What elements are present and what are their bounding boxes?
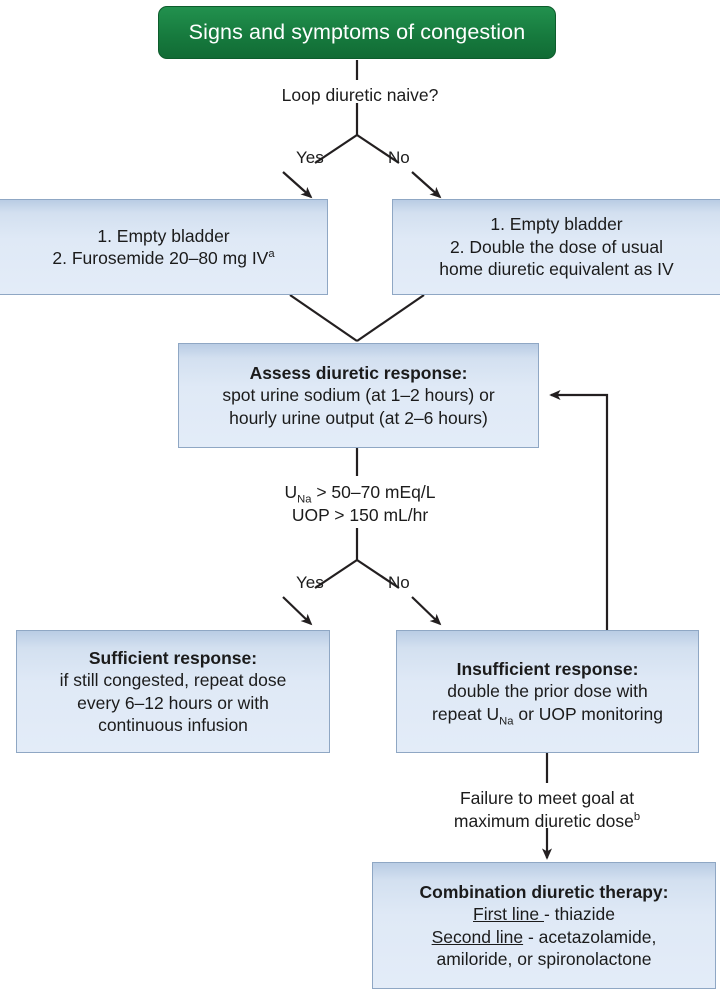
node-insufficient-una-rest: or UOP monitoring xyxy=(513,703,663,724)
node-insufficient-una-symbol: repeat U xyxy=(432,703,500,724)
node-naive-yes-line2: 2. Furosemide 20–80 mg IVa xyxy=(52,247,274,269)
connector-no-arrow-2 xyxy=(411,596,442,626)
node-loop-naive-yes[interactable]: 1. Empty bladder 2. Furosemide 20–80 mg … xyxy=(0,199,328,295)
criteria-uop-line: UOP > 150 mL/hr xyxy=(291,504,429,525)
node-naive-yes-line2-text: 2. Furosemide 20–80 mg IV xyxy=(52,248,269,268)
connector-no-arrow-1 xyxy=(411,171,442,199)
first-line-underlined-label: First line xyxy=(473,904,544,925)
node-combination-line4: amiloride, or spironolactone xyxy=(436,948,652,969)
node-sufficient-title: Sufficient response: xyxy=(88,647,258,668)
node-combination-first-line: First line - thiazide xyxy=(473,903,615,925)
node-sufficient-response[interactable]: Sufficient response: if still congested,… xyxy=(16,630,330,753)
node-loop-naive-no[interactable]: 1. Empty bladder 2. Double the dose of u… xyxy=(392,199,720,295)
second-line-drug: - acetazolamide, xyxy=(523,926,657,947)
node-insufficient-line3: repeat UNa or UOP monitoring xyxy=(432,703,663,728)
criteria-una-subscript: Na xyxy=(297,493,312,506)
node-insufficient-title: Insufficient response: xyxy=(456,658,639,679)
node-start-label: Signs and symptoms of congestion xyxy=(188,20,526,44)
node-insufficient-una-subscript: Na xyxy=(499,715,514,728)
node-naive-no-line3: home diuretic equivalent as IV xyxy=(439,259,674,280)
node-start[interactable]: Signs and symptoms of congestion xyxy=(158,6,556,59)
branch-yes-2-text: Yes xyxy=(296,573,324,592)
node-assess-title: Assess diuretic response: xyxy=(249,362,468,383)
connector-yes-arrow-1 xyxy=(282,171,313,199)
second-line-underlined-label: Second line xyxy=(431,926,524,947)
node-sufficient-line3: every 6–12 hours or with xyxy=(77,692,269,713)
criteria-una-line: UNa > 50–70 mEq/L xyxy=(0,481,720,506)
failure-to-meet-goal-label: Failure to meet goal at maximum diuretic… xyxy=(397,787,697,833)
node-combination-diuretic-therapy[interactable]: Combination diuretic therapy: First line… xyxy=(372,862,716,989)
criteria-thresholds: UNa > 50–70 mEq/L UOP > 150 mL/hr xyxy=(0,481,720,527)
connector-merge-right xyxy=(356,294,425,342)
node-insufficient-line2: double the prior dose with xyxy=(447,681,648,702)
footnote-marker-a: a xyxy=(268,248,275,261)
failure-line2: maximum diuretic doseb xyxy=(397,810,697,833)
footnote-marker-b: b xyxy=(633,810,641,823)
branch-label-no-1: No xyxy=(388,148,410,168)
branch-label-no-2: No xyxy=(388,573,410,593)
criteria-una-symbol: U xyxy=(284,482,298,502)
connector-yes-arrow-2 xyxy=(282,596,313,626)
criteria-una-value: > 50–70 mEq/L xyxy=(311,482,436,502)
failure-line1: Failure to meet goal at xyxy=(459,788,635,808)
branch-yes-1-text: Yes xyxy=(296,148,324,167)
node-assess-line3: hourly urine output (at 2–6 hours) xyxy=(229,407,488,428)
branch-label-yes-2: Yes xyxy=(296,573,324,593)
node-naive-no-line2: 2. Double the dose of usual xyxy=(449,236,664,257)
node-sufficient-line4: continuous infusion xyxy=(98,714,248,735)
node-naive-no-line1: 1. Empty bladder xyxy=(490,214,623,235)
connector-merge-left xyxy=(289,294,358,342)
node-naive-yes-line1: 1. Empty bladder xyxy=(97,225,230,246)
node-assess-line2: spot urine sodium (at 1–2 hours) or xyxy=(222,385,495,406)
node-combination-second-line: Second line - acetazolamide, xyxy=(432,926,657,948)
branch-no-2-text: No xyxy=(388,573,410,592)
branch-no-1-text: No xyxy=(388,148,410,167)
node-assess-diuretic-response[interactable]: Assess diuretic response: spot urine sod… xyxy=(178,343,539,448)
failure-line2-text: maximum diuretic dose xyxy=(453,810,634,831)
first-line-drug: - thiazide xyxy=(543,904,615,925)
decision-loop-diuretic-naive: Loop diuretic naive? xyxy=(0,84,720,107)
branch-label-yes-1: Yes xyxy=(296,148,324,168)
node-combination-title: Combination diuretic therapy: xyxy=(419,881,669,902)
node-insufficient-response[interactable]: Insufficient response: double the prior … xyxy=(396,630,699,753)
node-sufficient-line2: if still congested, repeat dose xyxy=(59,670,287,691)
decision-question-label: Loop diuretic naive? xyxy=(281,85,439,105)
